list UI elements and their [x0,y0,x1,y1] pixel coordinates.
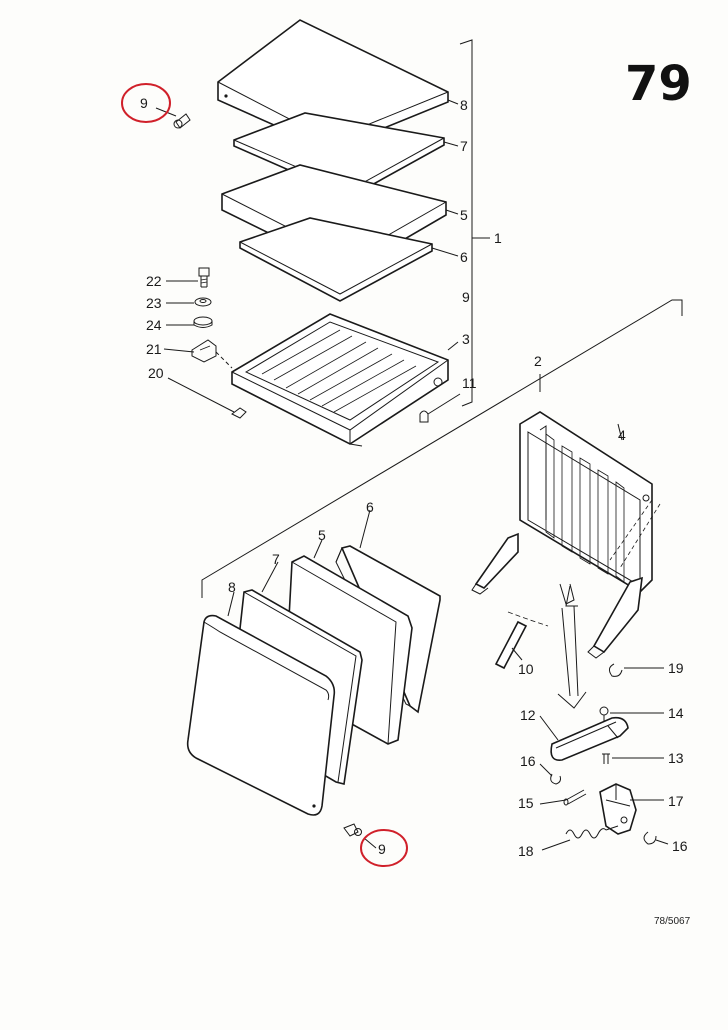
callout-19: 19 [668,660,684,676]
callout-22: 22 [146,273,162,289]
callout-2: 2 [534,353,542,369]
fastener-9-top [173,113,191,129]
leader-8-top [447,99,459,105]
washer-23 [194,297,212,307]
clip-16-left [550,773,561,785]
callout-8-top: 8 [460,97,468,113]
callout-16-right: 16 [672,838,688,854]
leader-21 [163,348,195,353]
callout-8-bottom: 8 [228,579,236,595]
callout-12: 12 [520,707,536,723]
leader-5-bot [313,539,323,559]
callout-14: 14 [668,705,684,721]
clip-19 [608,663,623,677]
callout-10: 10 [518,661,534,677]
screw-13 [602,753,610,764]
leader-6-bot [359,509,371,549]
callout-9-bottom: 9 [378,841,386,857]
leader-11 [427,393,461,415]
group-1-bracket [459,39,473,407]
leader-3 [447,341,459,351]
callout-7-top: 7 [460,138,468,154]
fastener-20 [231,407,247,419]
leader-12 [539,715,559,741]
leader-15 [539,799,567,805]
back-cushion-8 [186,614,336,816]
assembly-arrow [557,605,587,709]
dash-to-10 [507,611,549,627]
callout-1: 1 [494,230,502,246]
seat-cushion-top [217,19,449,151]
callout-13: 13 [668,750,684,766]
callout-6-bottom: 6 [366,499,374,515]
callout-9-top: 9 [140,95,148,111]
page-number: 79 [625,56,692,112]
bolt-22 [198,267,210,288]
drawing-code: 78/5067 [654,916,691,927]
callout-4: 4 [618,427,626,443]
bracket-21 [191,339,233,369]
callout-23: 23 [146,295,162,311]
callout-3: 3 [462,331,470,347]
highlight-circle-bottom [360,829,408,867]
leader-9-bot [363,837,377,849]
callout-5-top: 5 [460,207,468,223]
callout-17: 17 [668,793,684,809]
callout-24: 24 [146,317,162,333]
leader-10 [511,647,523,661]
leader-5-top [445,209,459,215]
backrest-frame [471,411,653,659]
callout-9-mid: 9 [462,289,470,305]
clip-16-right [643,831,657,845]
callout-20: 20 [148,365,164,381]
leader-8-bot [227,591,235,617]
highlight-circle-top [121,83,171,123]
callout-16-left: 16 [520,753,536,769]
callout-21: 21 [146,341,162,357]
nut-24 [193,316,213,328]
leader-16-right [655,839,669,845]
callout-6-top: 6 [460,249,468,265]
callout-18: 18 [518,843,534,859]
hinge-17 [599,783,637,835]
callout-5-bottom: 5 [318,527,326,543]
leader-4 [617,423,623,441]
group-2-bracket [201,299,683,598]
fastener-9-bottom [343,823,362,837]
dash-backrest-1 [609,499,653,561]
dash-backrest-2 [619,503,661,569]
strip-10 [494,620,528,670]
callout-15: 15 [518,795,534,811]
spring-18 [565,825,619,839]
callout-7-bottom: 7 [272,551,280,567]
clip-11 [419,410,429,423]
leader-6-top [431,247,459,257]
leader-16-left [539,763,553,777]
leader-7-bot [261,561,279,593]
leader-20 [167,377,235,413]
callout-11: 11 [462,375,477,391]
leader-18 [541,839,571,851]
pin-15 [563,789,587,806]
seat-pad-bottom [239,217,433,302]
seat-frame [231,313,449,447]
leader-7-top [443,141,459,147]
strap-12 [550,716,629,761]
